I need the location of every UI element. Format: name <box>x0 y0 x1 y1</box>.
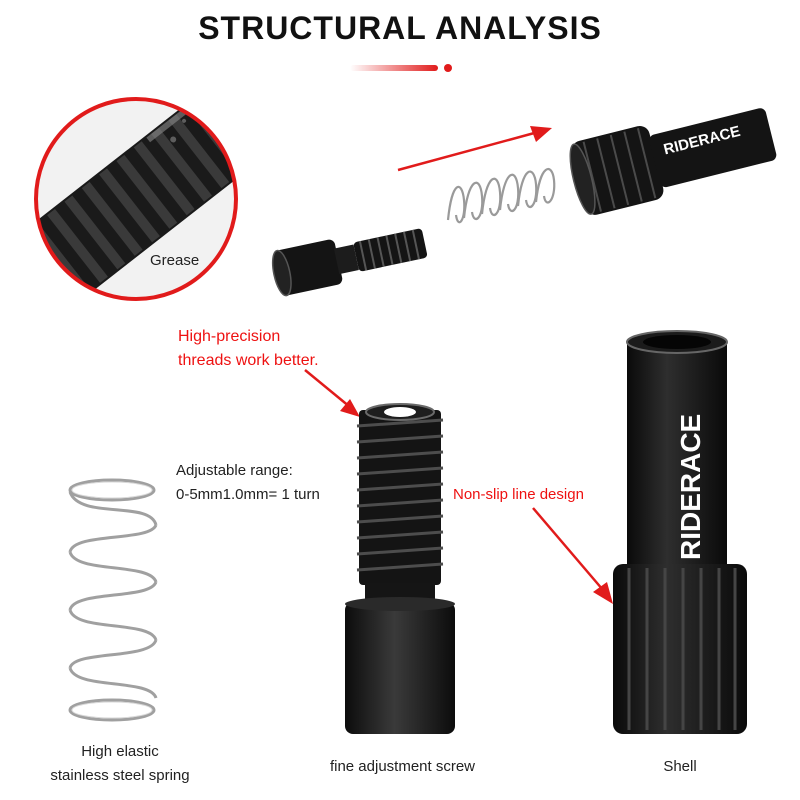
spring-image <box>68 478 158 722</box>
fine-adjustment-screw-image <box>345 403 455 734</box>
shell-brand-logo-vertical: RIDERACE <box>675 414 706 560</box>
assembly-arrow <box>397 126 552 172</box>
range-callout-line1: Adjustable range: <box>176 462 293 479</box>
nonslip-callout-arrow <box>532 507 613 604</box>
grease-label: Grease <box>150 252 200 269</box>
shell-image: RIDERACE <box>613 330 747 734</box>
nonslip-callout: Non-slip line design <box>453 486 584 503</box>
shell-exploded-image: RIDERACE <box>569 108 777 215</box>
title-accent-bar <box>350 64 452 72</box>
thread-callout-line2: threads work better. <box>178 352 319 369</box>
thread-callout-line1: High-precision <box>178 328 281 345</box>
shell-caption: Shell <box>663 758 697 775</box>
page-title: STRUCTURAL ANALYSIS <box>198 10 602 46</box>
spring-caption-line2: stainless steel spring <box>50 767 190 784</box>
screw-exploded-image <box>271 228 428 297</box>
screw-caption: fine adjustment screw <box>329 758 476 775</box>
range-callout-line2: 0-5mm1.0mm= 1 turn <box>176 486 320 503</box>
thread-callout-arrow <box>304 369 360 417</box>
spring-caption-line1: High elastic <box>81 743 159 760</box>
grease-zoom-image <box>34 97 238 301</box>
spring-exploded-image <box>446 168 556 224</box>
